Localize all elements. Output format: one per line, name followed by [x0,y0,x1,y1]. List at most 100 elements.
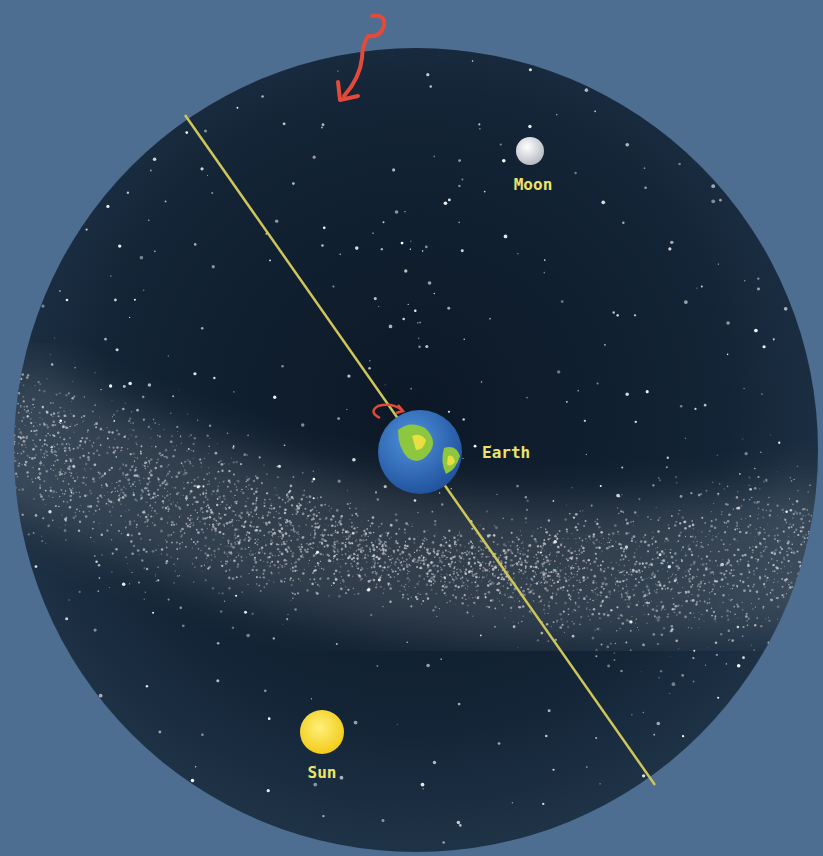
milky-way-star [630,571,631,572]
milky-way-star [39,485,41,487]
milky-way-star [632,521,634,523]
milky-way-star [134,481,136,483]
milky-way-star [183,473,185,475]
milky-way-star [301,498,303,500]
milky-way-star [587,541,588,542]
milky-way-star [430,584,432,586]
milky-way-star [747,561,749,563]
milky-way-star [800,599,801,600]
milky-way-star [241,489,242,490]
milky-way-star [758,501,759,502]
milky-way-star [319,518,321,520]
milky-way-star [127,563,128,564]
milky-way-star [43,464,45,466]
milky-way-star [347,557,349,559]
milky-way-star [599,541,600,542]
milky-way-star [444,555,446,557]
milky-way-star [143,419,145,421]
milky-way-star [551,585,553,587]
milky-way-star [76,509,78,511]
milky-way-star [737,491,738,492]
milky-way-star [526,499,529,502]
milky-way-star [246,454,248,456]
milky-way-star [546,623,548,625]
milky-way-star [263,505,265,507]
milky-way-star [220,561,221,562]
milky-way-star [642,570,644,572]
milky-way-star [68,443,69,444]
milky-way-star [383,543,385,545]
milky-way-star [340,559,341,560]
milky-way-star [378,526,379,527]
milky-way-star [215,452,218,455]
milky-way-star [620,572,622,574]
milky-way-star [336,509,339,512]
milky-way-star [368,580,371,583]
milky-way-star [711,539,714,542]
milky-way-star [559,530,561,532]
milky-way-star [541,599,542,600]
milky-way-star [232,447,234,449]
milky-way-star [307,515,309,517]
milky-way-star [644,579,646,581]
milky-way-star [436,532,437,533]
milky-way-star [609,597,610,598]
milky-way-star [773,564,774,565]
milky-way-star [84,495,87,498]
milky-way-star [585,520,587,522]
milky-way-star [22,488,25,491]
milky-way-star [335,530,336,531]
milky-way-star [405,584,406,585]
milky-way-star [682,577,684,579]
milky-way-star [586,608,587,609]
milky-way-star [58,415,60,417]
milky-way-star [10,404,12,406]
milky-way-star [802,526,804,528]
milky-way-star [0,466,1,469]
milky-way-star [37,381,39,383]
milky-way-star [388,548,389,549]
milky-way-star [351,526,352,527]
milky-way-star [714,526,717,529]
milky-way-star [514,555,516,557]
milky-way-star [233,559,236,562]
milky-way-star [631,540,633,542]
milky-way-star [256,507,258,509]
milky-way-star [150,437,151,438]
milky-way-star [795,626,796,627]
milky-way-star [259,577,261,579]
milky-way-star [337,524,339,526]
milky-way-star [362,539,364,541]
milky-way-star [712,562,713,563]
milky-way-star [589,598,591,600]
milky-way-star [335,578,338,581]
milky-way-star [364,574,366,576]
milky-way-star [814,553,815,554]
milky-way-star [13,434,16,437]
milky-way-star [231,519,233,521]
milky-way-star [482,561,483,562]
milky-way-star [99,523,100,524]
milky-way-star [204,552,206,554]
milky-way-star [726,610,729,613]
milky-way-star [422,600,424,602]
milky-way-star [692,594,693,595]
milky-way-star [649,577,650,578]
milky-way-star [535,540,538,543]
milky-way-star [243,453,246,456]
milky-way-star [20,406,21,407]
milky-way-star [25,461,28,464]
milky-way-star [543,545,545,547]
milky-way-star [804,580,805,581]
milky-way-star [180,471,181,472]
milky-way-star [771,558,772,559]
milky-way-star [807,537,809,539]
milky-way-star [768,617,769,618]
milky-way-star [240,491,241,492]
milky-way-star [785,622,787,624]
milky-way-star [819,585,821,587]
milky-way-star [246,557,247,558]
milky-way-star [525,522,526,523]
milky-way-star [626,549,627,550]
milky-way-star [215,534,216,535]
